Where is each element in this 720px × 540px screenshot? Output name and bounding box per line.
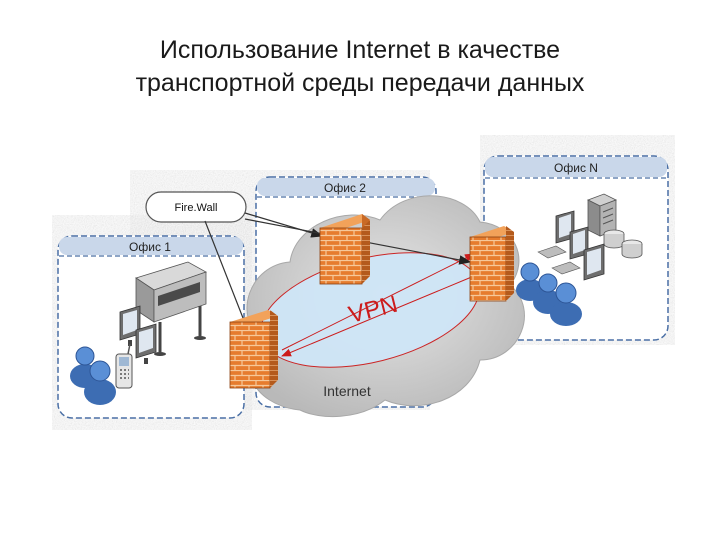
monitor-icon bbox=[135, 323, 157, 364]
server-icon bbox=[587, 193, 617, 237]
callout-pointer-office-2 bbox=[244, 212, 324, 238]
office-n-label: Офис N bbox=[554, 161, 598, 175]
user-icon bbox=[550, 282, 582, 326]
vpn-arrow-to-office-1 bbox=[281, 275, 475, 357]
monitor-icon bbox=[555, 210, 575, 244]
office-1-label: Офис 1 bbox=[129, 240, 171, 254]
database-icon bbox=[621, 239, 643, 259]
slide-title: Использование Internet в качестве трансп… bbox=[0, 34, 720, 100]
firewall-office-1-icon bbox=[229, 310, 278, 389]
firewall-callout: Fire.Wall bbox=[145, 191, 247, 223]
monitor-icon bbox=[583, 243, 605, 281]
office-2-label: Офис 2 bbox=[324, 181, 366, 195]
firewall-office-2-icon bbox=[319, 214, 370, 285]
monitor-icon bbox=[119, 305, 141, 346]
vpn-arrow-to-office-n bbox=[281, 253, 475, 351]
phone-icon bbox=[115, 343, 133, 389]
firewall-office-n-icon bbox=[469, 226, 514, 302]
internet-label: Internet bbox=[323, 383, 371, 399]
title-line-2: транспортной среды передачи данных bbox=[135, 69, 585, 97]
database-icon bbox=[603, 229, 625, 249]
user-icon bbox=[84, 360, 116, 405]
callout-pointer-office-1 bbox=[204, 220, 244, 319]
keyboard-icon bbox=[537, 245, 581, 275]
firewall-callout-label: Fire.Wall bbox=[175, 202, 218, 214]
title-line-1: Использование Internet в качестве bbox=[159, 36, 561, 64]
plotter-icon bbox=[135, 261, 207, 356]
